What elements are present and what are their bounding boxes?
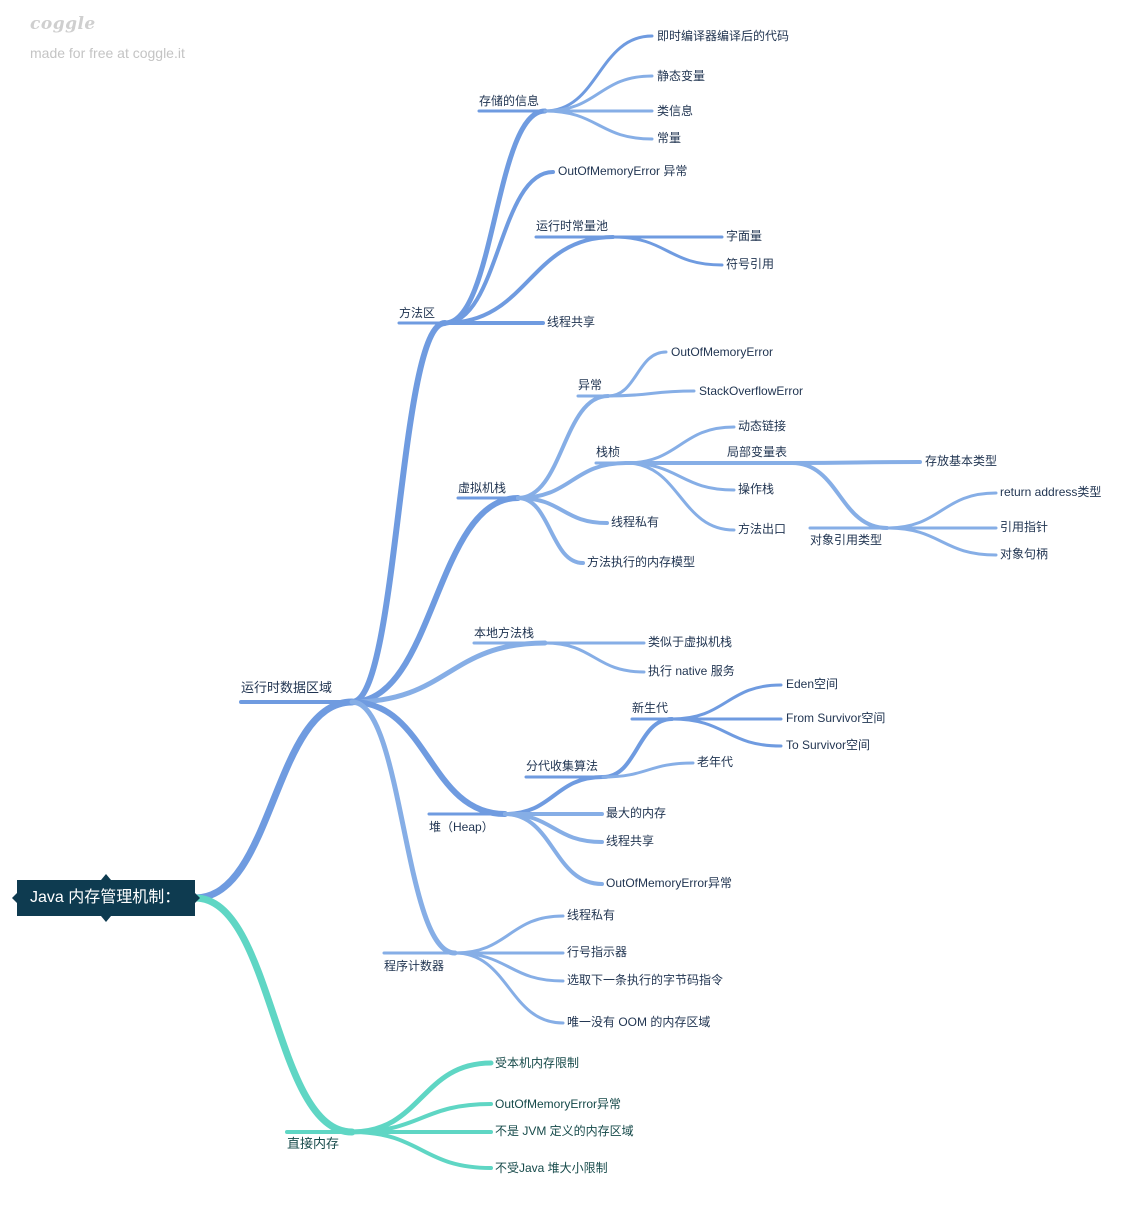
branch-link-15 <box>543 34 654 113</box>
node-symbolic-refs[interactable]: 符号引用 <box>726 257 775 271</box>
root-node[interactable]: Java 内存管理机制： <box>12 874 200 922</box>
branch-link-11 <box>443 170 555 325</box>
node-generational-gc[interactable]: 分代收集算法 <box>526 759 599 773</box>
node-method-area[interactable]: 方法区 <box>399 306 436 320</box>
branch-link-1 <box>191 894 356 1136</box>
node-vm-private[interactable]: 线程私有 <box>611 515 660 529</box>
node-native-limit[interactable]: 受本机内存限制 <box>495 1056 580 1070</box>
root-handle-right[interactable] <box>195 893 200 903</box>
branch-link-29 <box>606 389 696 398</box>
node-stack-frame[interactable]: 栈桢 <box>596 445 621 459</box>
node-no-oom[interactable]: 唯一没有 OOM 的内存区域 <box>567 1015 711 1029</box>
node-from-survivor[interactable]: From Survivor空间 <box>786 711 886 725</box>
node-method-area-shared[interactable]: 线程共享 <box>547 315 596 329</box>
node-method-exit[interactable]: 方法出口 <box>738 522 787 536</box>
branch-link-52 <box>601 761 695 779</box>
node-eden[interactable]: Eden空间 <box>786 677 839 691</box>
node-ref-pointer[interactable]: 引用指针 <box>1000 520 1049 534</box>
node-vm-oom[interactable]: OutOfMemoryError <box>671 345 774 359</box>
branch-link-54 <box>670 683 783 721</box>
root-handle-left[interactable] <box>12 893 17 903</box>
branch-link-6 <box>349 640 548 705</box>
node-program-counter[interactable]: 程序计数器 <box>384 959 445 973</box>
branch-link-46 <box>503 775 605 816</box>
branch-link-41 <box>885 526 998 557</box>
branch-link-37 <box>790 461 889 530</box>
node-operand-stack[interactable]: 操作栈 <box>738 482 775 496</box>
branch-link-31 <box>624 425 736 465</box>
root-label: Java 内存管理机制： <box>30 889 181 906</box>
node-runtime-data-area[interactable]: 运行时数据区域 <box>241 680 333 695</box>
root-handle-top[interactable] <box>101 874 111 880</box>
branch-link-56 <box>670 717 783 748</box>
node-exec-model[interactable]: 方法执行的内存模型 <box>587 555 696 569</box>
node-stored-info[interactable]: 存储的信息 <box>479 94 540 108</box>
branch-link-8 <box>349 699 458 956</box>
branch-link-62 <box>349 1060 494 1135</box>
node-obj-handle[interactable]: 对象句柄 <box>1000 547 1049 561</box>
node-native-service[interactable]: 执行 native 服务 <box>648 664 735 678</box>
branch-link-49 <box>503 812 604 886</box>
branch-link-10 <box>442 108 548 326</box>
node-heap-shared[interactable]: 线程共享 <box>606 834 655 848</box>
node-heap[interactable]: 堆（Heap） <box>429 820 494 834</box>
node-not-jvm-area[interactable]: 不是 JVM 定义的内存区域 <box>495 1124 634 1138</box>
node-vm-stack[interactable]: 虚拟机栈 <box>458 481 507 495</box>
branch-link-58 <box>453 914 565 955</box>
branch-link-18 <box>543 109 654 141</box>
node-constants[interactable]: 常量 <box>657 131 682 145</box>
branch-link-44 <box>543 641 646 674</box>
branch-link-7 <box>349 699 508 817</box>
node-young-gen[interactable]: 新生代 <box>632 701 669 715</box>
branch-link-39 <box>885 491 998 530</box>
branch-link-21 <box>611 235 724 267</box>
node-vm-soe[interactable]: StackOverflowError <box>699 384 804 398</box>
node-heap-oom[interactable]: OutOfMemoryError异常 <box>606 876 733 890</box>
node-return-address[interactable]: return address类型 <box>1000 485 1102 499</box>
node-literals[interactable]: 字面量 <box>726 229 763 243</box>
branch-link-0 <box>191 698 356 902</box>
node-local-vars[interactable]: 局部变量表 <box>727 445 788 459</box>
node-dynamic-link[interactable]: 动态链接 <box>738 419 787 433</box>
branch-link-26 <box>516 496 585 565</box>
node-runtime-const-pool[interactable]: 运行时常量池 <box>536 219 609 233</box>
branch-link-61 <box>453 951 565 1025</box>
branch-link-23 <box>516 394 610 500</box>
branch-link-5 <box>349 495 521 705</box>
branch-link-4 <box>349 320 448 705</box>
branch-link-33 <box>624 461 736 492</box>
node-class-info[interactable]: 类信息 <box>657 104 694 118</box>
coggle-logo[interactable]: coggle <box>30 14 96 34</box>
node-like-vm-stack[interactable]: 类似于虚拟机栈 <box>648 635 733 649</box>
branch-link-34 <box>624 461 736 532</box>
node-method-area-oom[interactable]: OutOfMemoryError 异常 <box>558 164 688 178</box>
node-pc-private[interactable]: 线程私有 <box>567 908 616 922</box>
node-vm-exception[interactable]: 异常 <box>578 378 603 392</box>
branch-link-60 <box>453 951 565 983</box>
branch-link-16 <box>543 74 654 113</box>
node-jit-code[interactable]: 即时编译器编译后的代码 <box>657 29 790 43</box>
node-next-bytecode[interactable]: 选取下一条执行的字节码指令 <box>567 973 724 987</box>
node-direct-memory[interactable]: 直接内存 <box>287 1136 340 1151</box>
node-max-memory[interactable]: 最大的内存 <box>606 806 667 820</box>
branch-link-36 <box>790 460 922 465</box>
node-line-indicator[interactable]: 行号指示器 <box>567 945 628 959</box>
node-obj-ref-types[interactable]: 对象引用类型 <box>810 533 883 547</box>
coggle-tagline[interactable]: made for free at coggle.it <box>30 45 185 61</box>
node-to-survivor[interactable]: To Survivor空间 <box>786 738 871 752</box>
node-heap-size-free[interactable]: 不受Java 堆大小限制 <box>495 1161 608 1175</box>
branch-link-25 <box>516 496 609 525</box>
branch-link-65 <box>350 1130 493 1170</box>
node-native-stack[interactable]: 本地方法栈 <box>474 626 535 640</box>
branch-link-51 <box>601 717 674 779</box>
node-old-gen[interactable]: 老年代 <box>697 755 734 769</box>
node-basic-types[interactable]: 存放基本类型 <box>925 454 998 468</box>
root-handle-bottom[interactable] <box>101 916 111 922</box>
node-static-vars[interactable]: 静态变量 <box>657 69 706 83</box>
node-direct-oom[interactable]: OutOfMemoryError异常 <box>495 1097 622 1111</box>
branch-link-28 <box>606 350 668 398</box>
branch-link-12 <box>443 235 615 325</box>
